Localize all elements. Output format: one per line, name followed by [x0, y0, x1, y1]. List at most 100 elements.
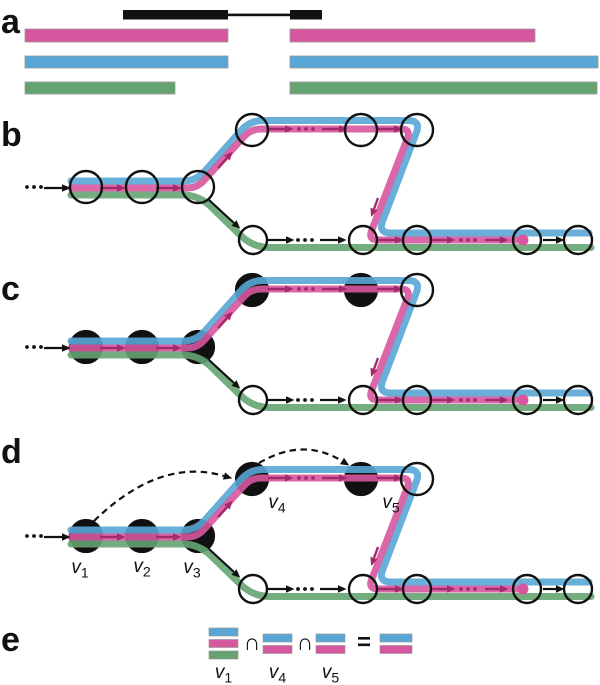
- reference-exon-bar: [123, 10, 228, 20]
- black-edge-arrow-head: [62, 184, 71, 192]
- panel-letter-c: c: [1, 270, 20, 308]
- graph-node-open-b0: [237, 384, 269, 416]
- magenta-walk-arrow-head: [224, 500, 233, 510]
- magenta-walk-arrow-head: [173, 533, 182, 541]
- magenta-walk-arrow-head: [447, 585, 456, 593]
- magenta-walk-arrow-head: [370, 367, 378, 377]
- magenta-ellipsis-dots: [466, 587, 470, 591]
- black-edge-arrow-head: [338, 396, 347, 404]
- graph-node-open-b2: [401, 573, 433, 605]
- black-edge-arrow-head: [62, 344, 71, 352]
- graph-node-open-t2: [399, 112, 435, 148]
- bottom-ellipsis-dots: [310, 587, 314, 591]
- magenta-ellipsis-dots: [304, 127, 308, 131]
- black-edge-arrow-head: [231, 220, 241, 229]
- black-edge-arrow-head: [338, 236, 347, 244]
- magenta-ellipsis-dots: [466, 398, 470, 402]
- magenta-walk-arrow-head: [394, 125, 403, 133]
- panel-letter-e: e: [1, 621, 20, 659]
- graph-node-open-b4: [562, 224, 594, 256]
- graph-node-open-t2: [399, 272, 435, 308]
- black-edge-arrow-head: [338, 585, 347, 593]
- haplotype-bar-blue: [289, 55, 599, 69]
- magenta-walk-arrow-head: [117, 344, 126, 352]
- magenta-walk-arrow-head: [447, 396, 456, 404]
- reference-exon-bar: [290, 10, 322, 20]
- magenta-ellipsis-dots: [459, 398, 463, 402]
- magenta-ellipsis-dots: [473, 398, 477, 402]
- magenta-walk-arrow-head: [285, 125, 294, 133]
- graph-node-open-m0: [68, 169, 104, 205]
- magenta-ellipsis-dots: [297, 127, 301, 131]
- legend-bar-magenta: [208, 639, 239, 648]
- haplotype-bar-magenta: [289, 28, 536, 43]
- node-label-v3: v3: [183, 557, 201, 581]
- magenta-walk-arrow-head: [394, 285, 403, 293]
- panel-b-graph: [25, 112, 595, 256]
- magenta-walk-arrow-head: [395, 585, 404, 593]
- entry-ellipsis-dots: [32, 534, 36, 538]
- magenta-ellipsis-dots: [459, 238, 463, 242]
- legend-bar-magenta: [262, 645, 293, 654]
- panel-c-graph: [25, 272, 595, 416]
- magenta-ellipsis-dots: [473, 587, 477, 591]
- graph-node-open-b3: [511, 573, 543, 605]
- black-edge-arrow: [208, 548, 235, 573]
- magenta-walk-arrow-head: [394, 474, 403, 482]
- graph-node-open-b0: [237, 224, 269, 256]
- magenta-walk-arrow-head: [339, 474, 348, 482]
- black-edge-arrow-head: [62, 533, 71, 541]
- haplotype-path-blue: [67, 466, 593, 586]
- magenta-walk-arrow: [217, 157, 228, 169]
- graph-node-open-b4: [562, 573, 594, 605]
- graph-node-open-t1: [343, 112, 379, 148]
- magenta-ellipsis-dots: [473, 238, 477, 242]
- haplotype-path-magenta: [67, 285, 523, 404]
- reference-intron-bar: [228, 13, 290, 17]
- magenta-walk-arrow-head: [395, 396, 404, 404]
- node-label-v4: v4: [268, 492, 286, 516]
- haplotype-path-magenta: [67, 125, 523, 244]
- magenta-walk-arrow: [217, 317, 228, 329]
- black-edge-arrow-head: [556, 236, 565, 244]
- black-edge-arrow: [208, 359, 235, 384]
- magenta-ellipsis-dots: [311, 127, 315, 131]
- legend-bar-green: [208, 650, 239, 660]
- dashed-jump-arc-1: [93, 470, 225, 522]
- panel-letter-a: a: [1, 3, 21, 41]
- legend-bar-blue: [379, 633, 413, 643]
- magenta-walk-arrow-head: [339, 125, 348, 133]
- bottom-ellipsis-dots: [303, 587, 307, 591]
- graph-node-open-b2: [401, 224, 433, 256]
- graph-node-open-t0: [234, 112, 270, 148]
- graph-node-open-b3: [511, 384, 543, 416]
- bottom-ellipsis-dots: [310, 238, 314, 242]
- black-edge-arrow-head: [286, 236, 295, 244]
- entry-ellipsis-dots: [32, 345, 36, 349]
- entry-ellipsis-dots: [25, 345, 29, 349]
- magenta-ellipsis-dots: [304, 287, 308, 291]
- black-edge-arrow: [208, 199, 235, 224]
- graph-node-open-b1: [347, 384, 379, 416]
- entry-ellipsis-dots: [39, 534, 43, 538]
- black-edge-arrow-head: [286, 396, 295, 404]
- entry-ellipsis-dots: [32, 185, 36, 189]
- graph-node-open-m2: [180, 169, 216, 205]
- node-label-v5: v5: [322, 662, 340, 685]
- graph-node-open-b3: [511, 224, 543, 256]
- haplotype-bar-magenta: [24, 28, 229, 43]
- magenta-walk-arrow: [372, 357, 380, 370]
- entry-ellipsis-dots: [39, 185, 43, 189]
- bottom-ellipsis-dots: [296, 398, 300, 402]
- graph-node-open-b1: [347, 573, 379, 605]
- bottom-ellipsis-dots: [303, 398, 307, 402]
- legend-bar-blue: [262, 633, 293, 643]
- magenta-ellipsis-dots: [297, 287, 301, 291]
- magenta-walk-arrow-head: [339, 285, 348, 293]
- magenta-walk-arrow-head: [173, 344, 182, 352]
- node-label-v2: v2: [133, 556, 151, 580]
